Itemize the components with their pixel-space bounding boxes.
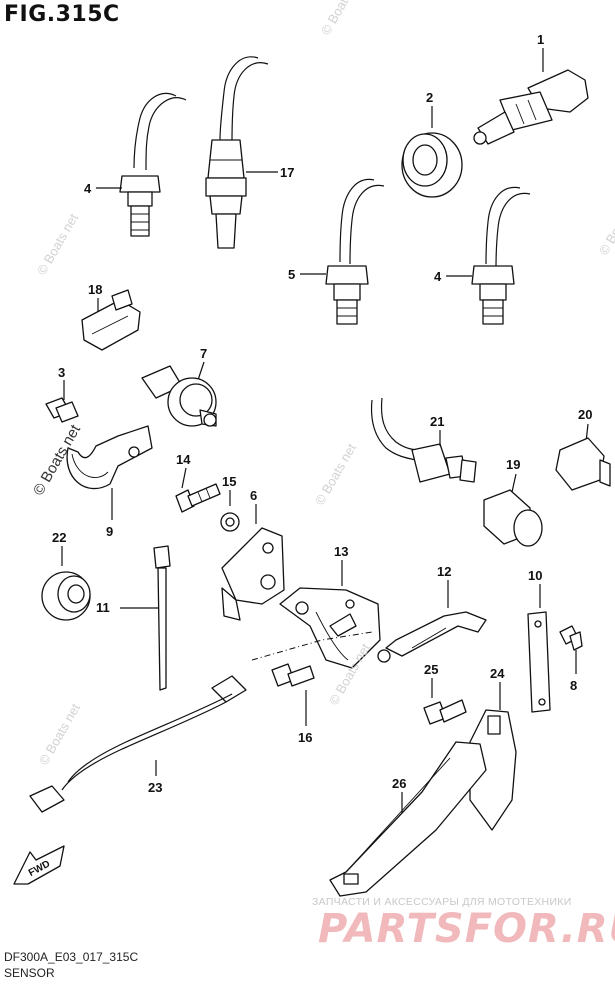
callout-4-right: 4: [434, 269, 442, 284]
part-5-sensor: [300, 178, 385, 325]
part-18-clip: [81, 289, 141, 351]
part-16-bolt: [271, 663, 315, 726]
diagram-title: SENSOR: [4, 966, 55, 980]
watermark-subtitle: ЗАПЧАСТИ И АКСЕССУАРЫ ДЛЯ МОТОТЕХНИКИ: [312, 896, 572, 908]
callout-20: 20: [578, 407, 592, 422]
part-4-temp-sensor-left: [96, 92, 187, 237]
part-13-bracket: [251, 560, 381, 669]
callout-10: 10: [528, 568, 542, 583]
callout-24: 24: [490, 666, 505, 681]
callout-11: 11: [96, 600, 110, 615]
callout-23: 23: [148, 780, 162, 795]
part-8-screw: [559, 625, 583, 674]
callout-3: 3: [58, 365, 65, 380]
part-15-washer: [220, 490, 240, 532]
callout-19: 19: [506, 457, 520, 472]
figure-title: FIG.315C: [4, 2, 120, 27]
callout-16: 16: [298, 730, 312, 745]
callout-8: 8: [570, 678, 577, 693]
part-4-temp-sensor-right: [446, 186, 531, 325]
diagram-code: DF300A_E03_017_315C: [4, 950, 139, 964]
callout-4-left: 4: [84, 181, 92, 196]
callout-13: 13: [334, 544, 348, 559]
part-19-nut: [483, 473, 543, 547]
part-14-bolt: [175, 467, 221, 513]
callout-14: 14: [176, 452, 191, 467]
callout-17: 17: [280, 165, 294, 180]
callout-2: 2: [426, 90, 433, 105]
part-24-lever-plate: [465, 682, 517, 831]
part-3-bolt: [45, 380, 79, 423]
part-26-long-lever: [329, 741, 487, 897]
part-2-grommet: [401, 106, 463, 198]
watermark-partsfor: PARTSFOR.RU: [318, 906, 615, 952]
part-20-hex-sensor: [555, 423, 611, 491]
part-22-grommet: [41, 546, 91, 621]
callout-21: 21: [430, 414, 444, 429]
part-11-cable-tie: [120, 545, 171, 691]
callout-22: 22: [52, 530, 66, 545]
callout-9: 9: [106, 524, 113, 539]
part-25-bolt: [423, 678, 467, 725]
part-6-sensor-body: [221, 504, 285, 621]
part-21-sensor: [370, 397, 477, 483]
part-10-strap: [527, 584, 551, 713]
part-7-pressure-switch: [141, 361, 217, 427]
callout-7: 7: [200, 346, 207, 361]
part-12-link-arm: [377, 580, 487, 663]
callout-5: 5: [288, 267, 295, 282]
part-17-sensor-long: [205, 56, 278, 249]
callout-25: 25: [424, 662, 438, 677]
callout-1: 1: [537, 32, 544, 47]
callout-18: 18: [88, 282, 102, 297]
callout-26: 26: [392, 776, 406, 791]
callout-6: 6: [250, 488, 257, 503]
part-23-wire-harness: [29, 675, 247, 813]
callout-12: 12: [437, 564, 451, 579]
part-9-clamp: [66, 425, 153, 520]
callout-15: 15: [222, 474, 236, 489]
part-1-sensor-plug: [473, 48, 589, 145]
fwd-arrow-icon: [13, 845, 65, 885]
